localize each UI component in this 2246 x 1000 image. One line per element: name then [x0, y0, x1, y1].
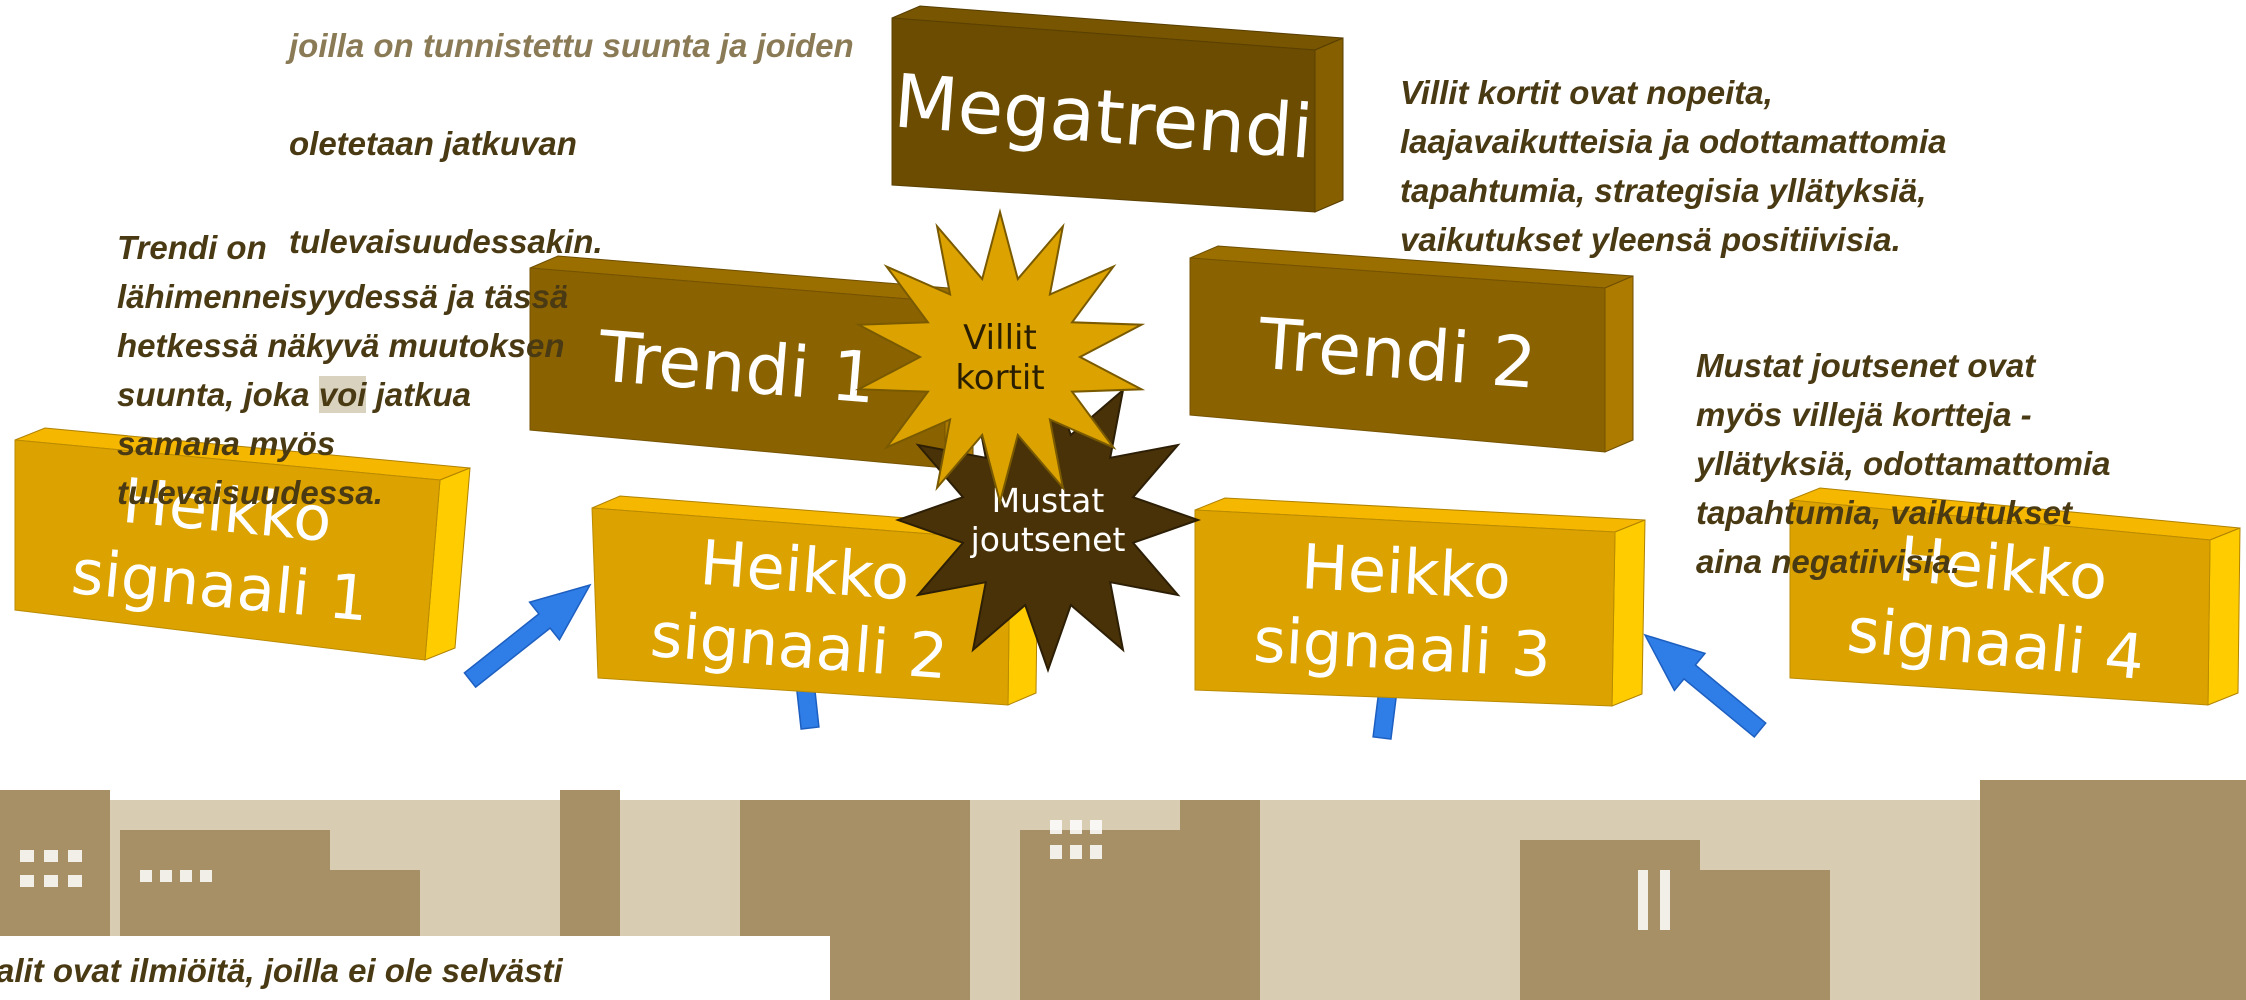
- note-megatrend: joilla on tunnistettu suunta ja joiden o…: [289, 0, 854, 266]
- note-megatrend-line2: oletetaan jatkuvan: [289, 125, 577, 162]
- box-megatrend: Megatrendi: [891, 5, 1344, 213]
- box-signal-3-face: [1194, 509, 1616, 707]
- box-signal-3-side: [1611, 519, 1646, 707]
- box-trend-2-label: Trendi 2: [1255, 303, 1539, 405]
- box-signal-2-label-line: Heikko: [698, 526, 912, 615]
- city-silhouette: [0, 780, 2246, 1000]
- box-megatrend-face: [891, 17, 1316, 213]
- star-wild-cards-shape: [854, 208, 1146, 506]
- box-signal-4: Heikkosignaali 4: [1789, 487, 2241, 706]
- note-weaksignals-panel: [0, 936, 830, 1000]
- star-black-swans-shape: [894, 366, 1202, 674]
- box-signal-4-face: [1789, 499, 2211, 706]
- box-signal-2-face: [591, 507, 1011, 706]
- box-trend-2-side: [1604, 275, 1634, 453]
- box-signal-3: Heikkosignaali 3: [1194, 497, 1646, 707]
- note-trend: Trendi on lähimenneisyydessä ja tässä he…: [117, 223, 568, 517]
- box-trend-2-label-line: Trendi 2: [1255, 303, 1539, 405]
- box-signal-3-label: Heikkosignaali 3: [1252, 528, 1557, 692]
- arrow-signal4-trend2: [1643, 633, 1767, 738]
- note-trend-before: Trendi on lähimenneisyydessä ja tässä he…: [117, 229, 569, 413]
- box-trend-1: Trendi 1: [529, 255, 974, 469]
- box-signal-1-face: [14, 439, 441, 661]
- box-trend-2-face: [1189, 257, 1606, 453]
- note-trend-highlight: voi: [318, 376, 367, 413]
- box-signal-2-label: Heikkosignaali 2: [648, 522, 956, 693]
- star-black-swans-label-line: Mustat: [992, 481, 1105, 520]
- star-black-swans-label-line: joutsenet: [970, 520, 1126, 559]
- box-signal-3-label-line: signaali 3: [1252, 603, 1553, 691]
- box-trend-2: Trendi 2: [1189, 245, 1634, 453]
- note-megatrend-line3: tulevaisuudessakin.: [289, 223, 603, 260]
- box-signal-2: Heikkosignaali 2: [591, 495, 1039, 706]
- box-signal-4-side: [2207, 527, 2241, 706]
- note-megatrend-line1: joilla on tunnistettu suunta ja joiden: [289, 27, 854, 64]
- star-wild-cards-label-line: Villit: [963, 318, 1037, 358]
- box-megatrend-side: [1314, 37, 1344, 213]
- note-blackswans: Mustat joutsenet ovat myös villejä kortt…: [1696, 347, 2111, 580]
- box-signal-3-label-line: Heikko: [1300, 530, 1513, 614]
- note-trend-after: jatkua samana myös tulevaisuudessa.: [117, 376, 471, 511]
- arrow-signal1-trend1: [463, 583, 592, 689]
- note-weaksignals: alit ovat ilmiöitä, joilla ei ole selväs…: [0, 952, 563, 989]
- box-signal-1: Heikkosignaali 1: [14, 427, 471, 661]
- star-wild-cards-label-line: kortit: [955, 358, 1044, 398]
- note-wildcards: Villit kortit ovat nopeita, laajavaikutt…: [1400, 74, 1947, 258]
